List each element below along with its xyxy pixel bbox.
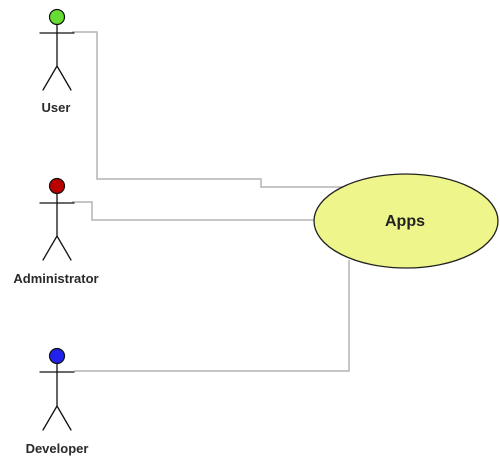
actor-developer-label: Developer [26, 441, 89, 456]
actor-developer-body-icon [39, 362, 75, 431]
association-developer-apps [74, 260, 350, 372]
actor-user-label: User [42, 100, 71, 115]
actor-administrator-head [48, 177, 66, 195]
use-case-apps-label: Apps [385, 213, 425, 230]
use-case-apps-ellipse [313, 173, 499, 269]
actor-user[interactable]: User [39, 8, 75, 116]
actor-administrator-label: Administrator [13, 271, 98, 286]
actor-developer-head [48, 347, 66, 365]
actor-developer[interactable]: Developer [26, 347, 89, 457]
association-administrator-apps [72, 201, 318, 221]
actor-administrator[interactable]: Administrator [13, 177, 99, 287]
actor-user-head [48, 8, 66, 26]
association-user-apps [72, 31, 344, 188]
use-case-apps[interactable]: Apps [313, 173, 499, 269]
actor-user-body-icon [39, 23, 75, 91]
actor-administrator-body-icon [39, 192, 75, 261]
